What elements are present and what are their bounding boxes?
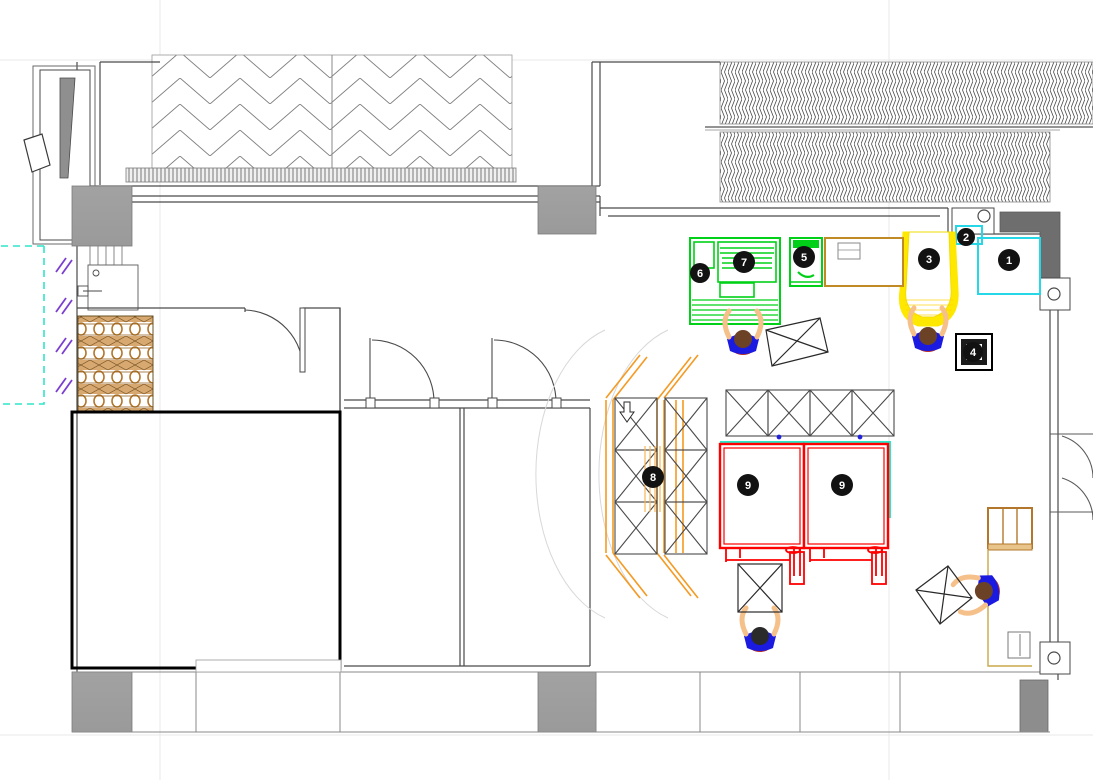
wood-tile-block: [77, 315, 154, 412]
marker-5-label: 5: [801, 252, 807, 264]
structural-columns: [71, 185, 1049, 733]
cart-box-lower: [737, 563, 783, 613]
marker-9-left-label: 9: [745, 480, 751, 492]
zone-red-cabinets-9[interactable]: [718, 441, 891, 585]
chevron-floor-upper-left: [125, 54, 517, 183]
marker-3-label: 3: [926, 254, 932, 266]
marker-9-right-label: 9: [839, 480, 845, 492]
zone-green-units[interactable]: [689, 237, 823, 325]
marker-7: 7: [733, 251, 755, 273]
marker-4: 4: [963, 342, 983, 362]
right-wall-fixtures: [951, 207, 1071, 675]
carts[interactable]: [737, 317, 973, 625]
marker-6: 6: [690, 263, 710, 283]
zone-yellow-workstation-3[interactable]: [898, 231, 959, 327]
marker-7-label: 7: [741, 257, 747, 269]
marker-8: 8: [642, 466, 664, 488]
zone-cyan-room-1[interactable]: [977, 237, 1041, 295]
corridor-door-swings: [365, 338, 562, 409]
blue-anchor-dots: [776, 434, 863, 440]
marker-9-left: 9: [737, 474, 759, 496]
marker-2-label: 2: [963, 232, 969, 244]
marker-2: 2: [957, 228, 975, 246]
purple-hatch-marks: [55, 257, 73, 395]
marker-1: 1: [998, 249, 1020, 271]
zigzag-floor-upper-right: [705, 61, 1093, 203]
marker-8-label: 8: [650, 472, 656, 484]
zone-orange-shelving-8[interactable]: [535, 329, 708, 619]
marker-9-right: 9: [831, 474, 853, 496]
marker-badges[interactable]: 1 2 3 4 5 6 7 8 9 9: [642, 228, 1020, 496]
bottom-wall-band: [72, 659, 1050, 733]
marker-6-label: 6: [697, 268, 703, 280]
marker-3: 3: [918, 248, 940, 270]
outer-walls: [76, 61, 720, 672]
marker-4-label: 4: [970, 347, 977, 359]
marker-1-label: 1: [1006, 255, 1012, 267]
upper-shelving-row[interactable]: [725, 389, 895, 437]
people-figures: [722, 305, 1000, 652]
tan-counter[interactable]: [824, 237, 904, 287]
cyan-dashed-boundary: [0, 245, 45, 405]
cart-diamond-upper: [765, 317, 829, 367]
marker-5: 5: [793, 246, 815, 268]
cart-diamond-lower: [915, 565, 973, 625]
right-wall-doors: [1050, 433, 1093, 521]
